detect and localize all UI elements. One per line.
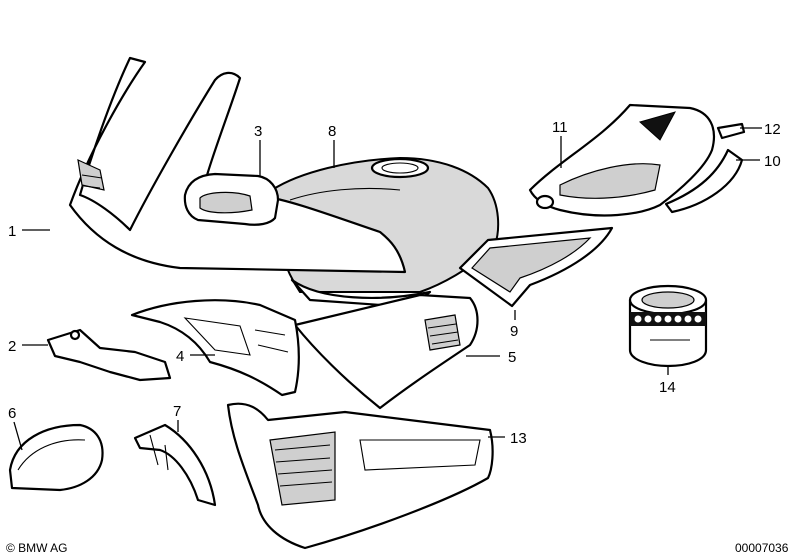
part-5-side-fairing <box>293 293 479 410</box>
label-part-10: 10 <box>764 153 781 170</box>
label-part-4: 4 <box>176 348 184 365</box>
label-part-12: 12 <box>764 121 781 138</box>
copyright-text: © BMW AG <box>6 541 68 555</box>
label-part-2: 2 <box>8 338 16 355</box>
part-number-labels: 1 2 3 4 5 6 7 8 9 10 11 12 13 14 <box>8 119 781 447</box>
label-part-7: 7 <box>173 403 181 420</box>
label-part-6: 6 <box>8 405 16 422</box>
leader-lines <box>13 127 762 451</box>
part-1-front-fairing <box>68 56 407 274</box>
diagram-number: 00007036 <box>735 541 789 555</box>
part-14-paint-can <box>628 284 708 368</box>
part-6-front-mudguard <box>8 423 104 492</box>
label-part-13: 13 <box>510 430 527 447</box>
part-2-holder-bracket <box>46 328 172 382</box>
label-part-14: 14 <box>659 379 676 396</box>
paint-can-dot-band <box>630 312 706 326</box>
label-part-1: 1 <box>8 223 16 240</box>
part-11-seat-tail <box>528 103 716 217</box>
part-10-side-panel <box>664 148 744 214</box>
label-part-11: 11 <box>552 119 568 136</box>
part-7-rear-mudguard <box>133 423 217 507</box>
label-part-9: 9 <box>510 323 518 340</box>
label-part-3: 3 <box>254 123 262 140</box>
label-part-8: 8 <box>328 123 336 140</box>
part-12-bracket <box>716 122 746 140</box>
part-4-inner-frame <box>130 299 300 397</box>
part-13-belly-pan <box>226 402 494 550</box>
part-9-tank-side-cover <box>458 226 614 308</box>
label-part-5: 5 <box>508 349 516 366</box>
